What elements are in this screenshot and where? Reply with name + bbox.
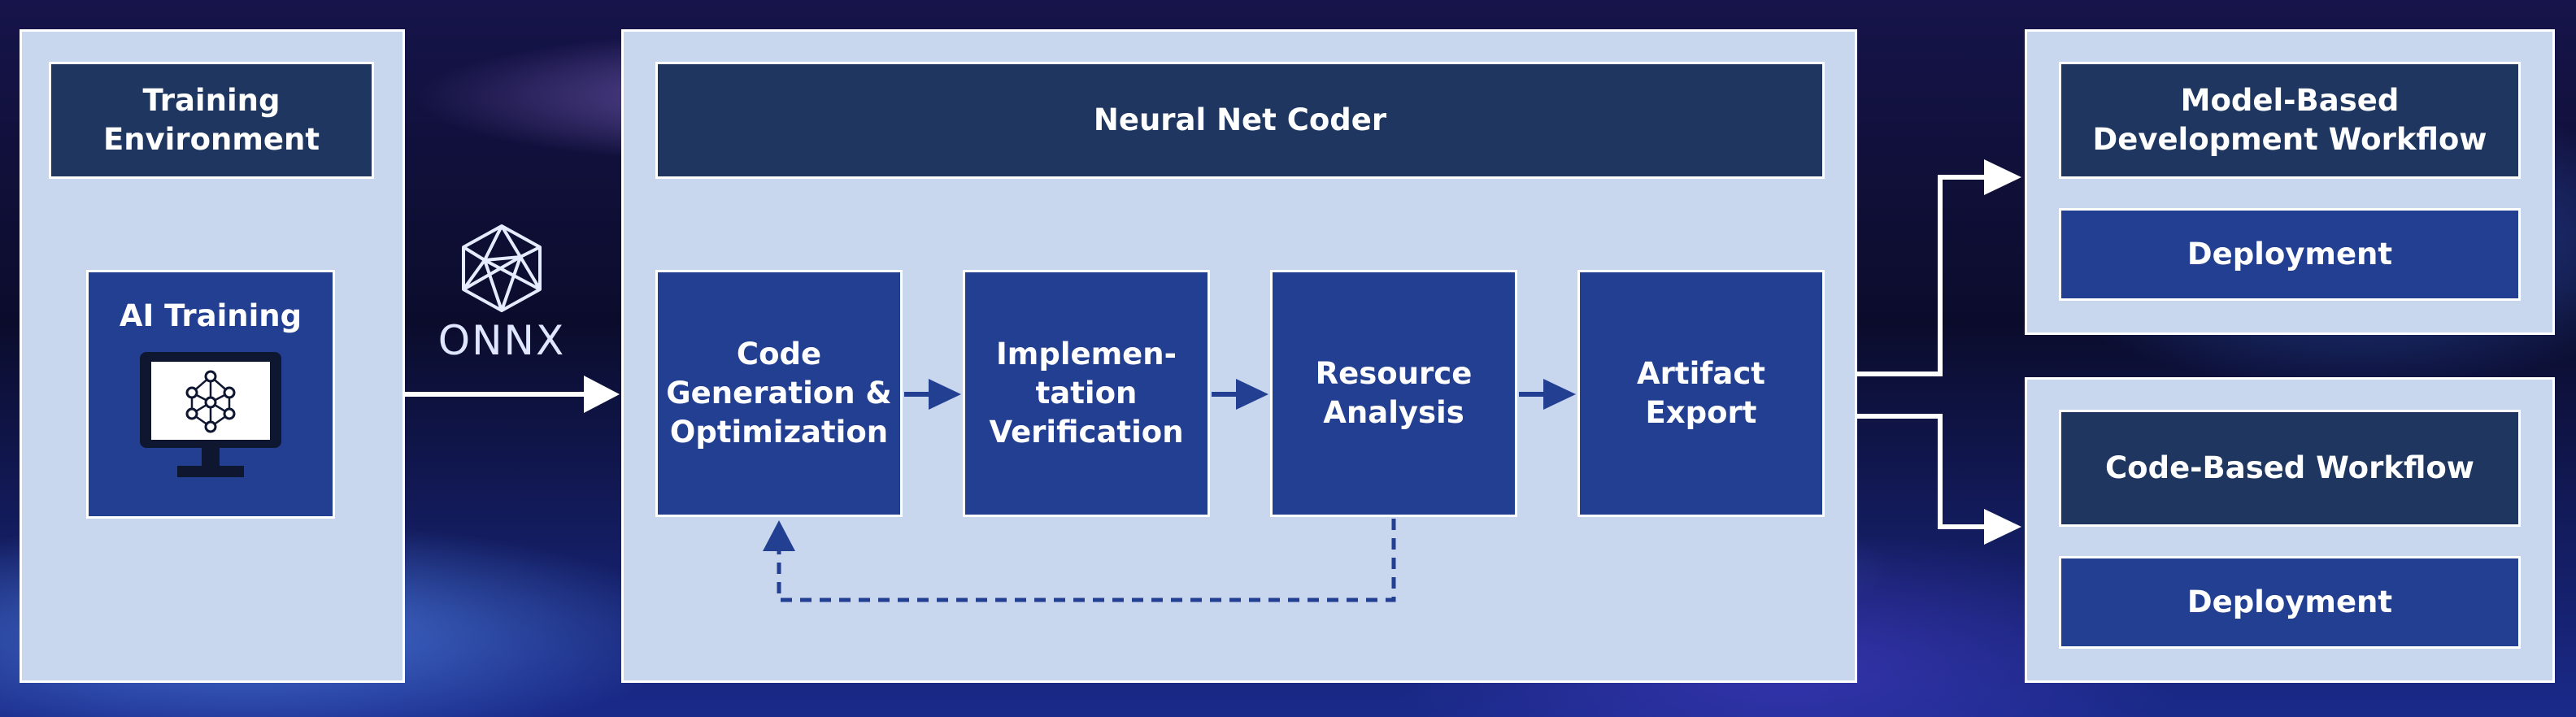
model-based-connector — [1857, 159, 2021, 376]
step-arrow-2 — [1212, 379, 1268, 410]
training-environment-box: Training Environment — [49, 62, 374, 179]
deployment-bottom-box: Deployment — [2059, 556, 2521, 649]
code-based-connector — [1857, 414, 2021, 545]
onnx-arrow — [405, 376, 620, 413]
code-generation-box: Code Generation & Optimization — [655, 270, 903, 517]
model-based-workflow-box: Model-Based Development Workflow — [2059, 62, 2521, 179]
step-arrow-1 — [904, 379, 961, 410]
feedback-loop-arrow — [763, 519, 1396, 602]
step-arrow-3 — [1519, 379, 1576, 410]
ai-training-label: AI Training — [119, 298, 302, 333]
onnx-logo-icon — [462, 224, 542, 312]
artifact-export-box: Artifact Export — [1577, 270, 1825, 517]
neural-net-coder-title: Neural Net Coder — [655, 62, 1825, 179]
ai-training-box: AI Training — [86, 270, 335, 519]
deployment-top-box: Deployment — [2059, 208, 2521, 301]
resource-analysis-box: Resource Analysis — [1270, 270, 1517, 517]
monitor-neural-network-icon — [140, 352, 281, 478]
onnx-label: ONNX — [437, 317, 566, 364]
implementation-verification-box: Implemen- tation Verification — [963, 270, 1210, 517]
code-based-workflow-box: Code-Based Workflow — [2059, 410, 2521, 527]
